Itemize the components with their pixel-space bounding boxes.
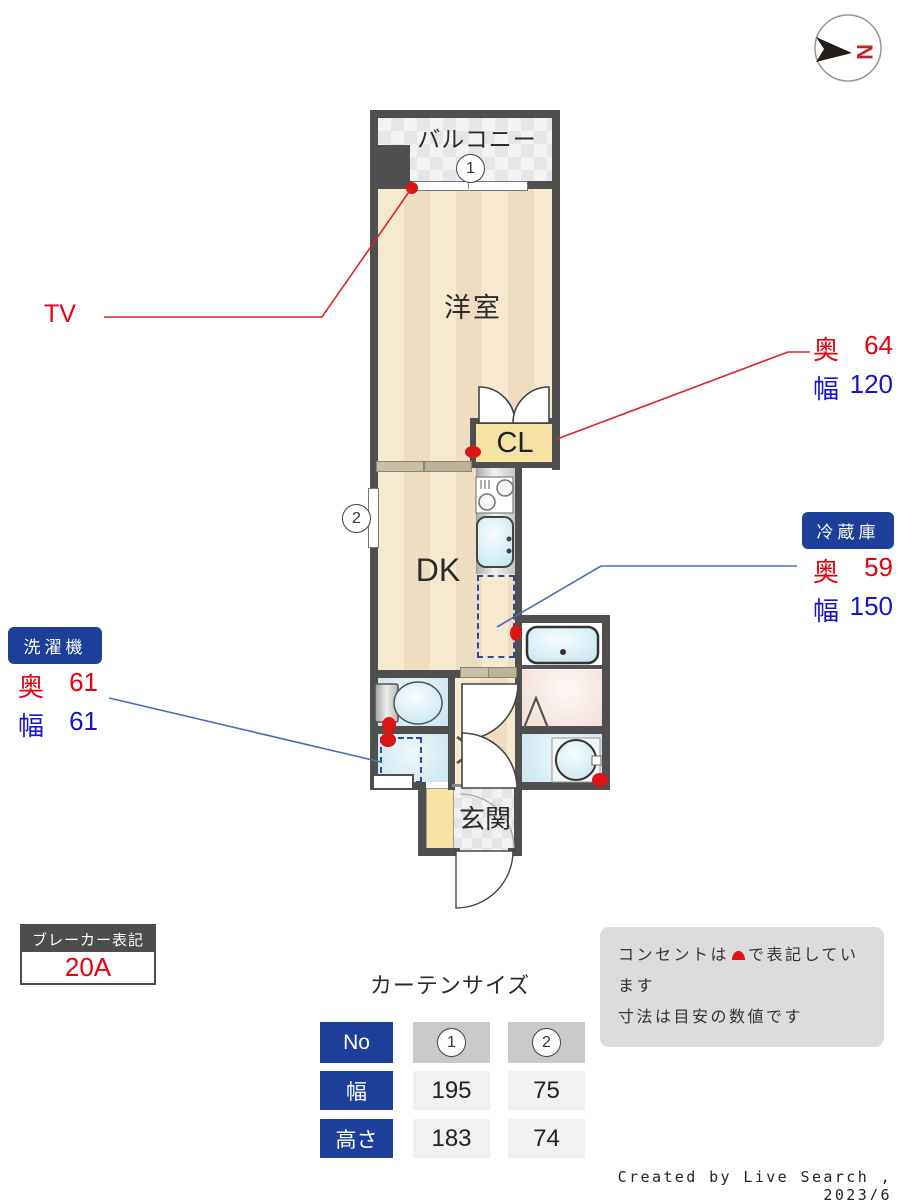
entrance-door-icon [455,850,514,909]
wall-entrance-bottom-left [418,848,460,856]
hallway-floor [455,676,515,790]
closet-depth-label: 奥 [813,335,840,365]
dk-label: DK [415,551,461,588]
breaker-box: ブレーカー表記 20A [20,924,156,985]
curtain-marker-1-number: 1 [466,159,475,177]
closet-size-annotation: 奥 64 幅 120 [813,330,893,406]
curtain-row1-v2: 75 [508,1071,585,1110]
curtain-marker-2-number: 2 [352,509,361,527]
curtain-row2-v2: 74 [508,1119,585,1158]
curtain-marker-1: 1 [456,154,485,183]
tv-leader-line [104,188,412,318]
legend-note-line1-after: で表記しています [618,947,859,996]
wall-left [370,110,378,790]
curtain-head-1: 1 [413,1022,490,1063]
curtain-row1-label: 幅 [320,1071,393,1110]
toilet-floor [378,678,448,726]
closet-width-value: 120 [849,369,893,399]
fridge-depth-label: 奥 [813,557,840,587]
curtain-marker-2: 2 [342,504,371,533]
washer-width-value: 61 [69,706,98,736]
wall-right-upper [552,110,560,470]
closet-leader-line [556,351,810,440]
tv-label: TV [44,299,76,328]
breaker-value: 20A [64,952,112,982]
washer-threshold [372,774,414,790]
closet-depth-value: 64 [864,330,893,360]
wall-entrance-bottom-right [508,848,522,856]
curtain-row2-v1: 183 [413,1119,490,1158]
bathroom-pink-floor [522,670,602,726]
curtain-row1-v1: 195 [413,1071,490,1110]
washer-size-annotation: 奥 61 幅 61 [18,667,98,743]
washer-width-label: 幅 [18,711,45,741]
curtain-head-1-circle: 1 [437,1028,466,1057]
entrance-threshold-line [452,784,518,787]
fridge-width-label: 幅 [813,596,840,626]
wall-kitchen-right [515,461,522,623]
closet-interior2 [476,424,552,462]
washer-depth-label: 奥 [18,672,45,702]
fridge-size-annotation: 奥 59 幅 150 [813,552,893,628]
curtain-head-2-circle: 2 [532,1028,561,1057]
wall-tub-pink-line [522,665,602,669]
legend-note-line1-before: コンセントは [618,947,730,964]
closet-label: CL [496,426,534,459]
entrance-label: 玄関 [458,803,511,834]
hall-door-header [460,667,517,678]
wall-toilet-top [370,670,462,678]
wall-bath-top [515,615,610,623]
wall-pink-basin [515,726,602,734]
breaker-title: ブレーカー表記 [22,926,154,952]
fridge-badge: 冷蔵庫 [802,512,894,549]
washer-badge: 洗濯機 [8,627,102,664]
curtain-head-1-number: 1 [447,1033,456,1051]
legend-note-line2: 寸法は目安の数値です [618,1009,804,1027]
curtain-head-2: 2 [508,1022,585,1063]
curtain-table-title: カーテンサイズ [369,973,531,998]
credit-text: Created by Live Search , 2023/6 [617,1168,892,1200]
bath-room-floor [522,623,602,666]
curtain-head-2-number: 2 [542,1033,551,1051]
wall-bath-bottom [515,782,610,790]
curtain-col-header: No [320,1022,393,1063]
fridge-depth-value: 59 [864,552,893,582]
compass-north-label: N [852,44,877,60]
washer-leader-line [108,697,382,763]
legend-note: コンセントはで表記しています 寸法は目安の数値です [600,927,884,1047]
balcony-corner-block [372,145,410,185]
legend-note-line1: コンセントはで表記しています [618,940,866,1002]
wall-bath-right [602,615,610,790]
closet-width-label: 幅 [813,374,840,404]
partition-yoshitsu-dk [376,461,472,472]
wall-top [370,110,560,118]
balcony-window-mullion [468,182,469,189]
wall-toilet-washer [370,726,455,734]
compass-icon: N [814,14,882,82]
washbasin-floor [522,734,602,782]
fridge-width-value: 150 [849,591,893,621]
wall-entrance-right [514,782,522,856]
wall-entrance-left [418,782,426,856]
curtain-row2-label: 高さ [320,1119,393,1158]
western-room-label: 洋室 [444,292,502,323]
balcony-label: バルコニー [417,126,537,152]
outlet-legend-icon [732,951,746,960]
washer-depth-value: 61 [69,667,98,697]
wall-hall-right [515,623,522,783]
